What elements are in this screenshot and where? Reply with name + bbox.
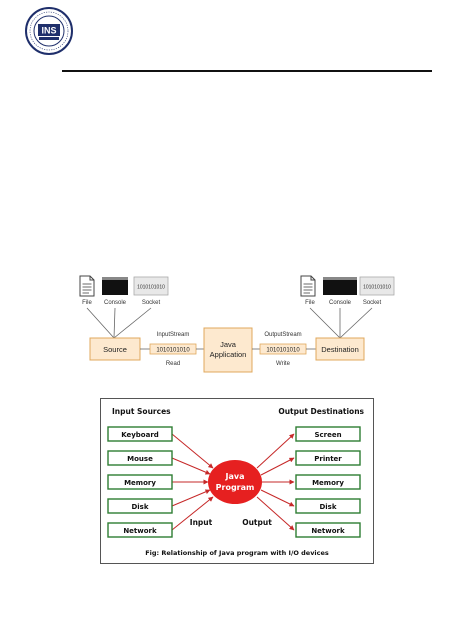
output-screen: Screen (314, 431, 341, 439)
output-box-disk (295, 498, 361, 514)
label-file-right: File (305, 300, 315, 306)
label-socket-left: Socket (142, 300, 161, 306)
bits-left: 1010101010 (156, 348, 190, 354)
institution-seal-logo: INS (25, 7, 73, 55)
read-label: Read (166, 361, 180, 367)
destination-label: Destination (321, 345, 359, 354)
input-box-memory (107, 474, 173, 490)
file-icon (300, 275, 316, 297)
figure-caption: Fig: Relationship of Java program with I… (145, 549, 329, 557)
output-arrows (256, 433, 295, 531)
output-network: Network (311, 527, 345, 535)
input-label: Input (190, 518, 213, 527)
output-destinations-header: Output Destinations (278, 407, 364, 416)
write-label: Write (276, 361, 291, 367)
logo-text: INS (41, 26, 56, 36)
input-keyboard: Keyboard (121, 431, 159, 439)
input-disk: Disk (131, 503, 148, 511)
io-devices-diagram: Input Sources Output Destinations Keyboa… (100, 398, 374, 564)
input-mouse: Mouse (127, 455, 153, 463)
destination-box (315, 337, 365, 361)
input-arrows (171, 433, 214, 531)
app-line1: Java (220, 340, 237, 349)
header-rule (62, 70, 432, 72)
icon-connector-lines (86, 307, 373, 339)
socket-icon: 1010101010 (133, 276, 169, 296)
label-console-left: Console (104, 300, 127, 306)
output-box-network (295, 522, 361, 538)
stream-diagram: 1010101010 File Console Socket 101010101… (79, 275, 395, 373)
input-box-network (107, 522, 173, 538)
output-label: Output (242, 518, 272, 527)
app-line2: Application (210, 350, 247, 359)
output-stream-label: OutputStream (264, 332, 301, 338)
label-file-left: File (82, 300, 92, 306)
output-printer: Printer (314, 455, 342, 463)
label-console-right: Console (329, 300, 352, 306)
output-disk: Disk (319, 503, 336, 511)
source-label: Source (103, 345, 127, 354)
socket-bits-right: 1010101010 (363, 285, 391, 291)
input-sources-header: Input Sources (112, 407, 171, 416)
file-icon (79, 275, 95, 297)
output-box-printer (295, 450, 361, 466)
socket-icon: 1010101010 (359, 276, 395, 296)
output-memory: Memory (312, 479, 344, 487)
console-icon (102, 277, 128, 295)
java-program-circle (208, 460, 262, 504)
center-line2: Program (216, 483, 255, 492)
output-box-screen (295, 426, 361, 442)
output-box-memory (295, 474, 361, 490)
input-box-disk (107, 498, 173, 514)
input-box-mouse (107, 450, 173, 466)
java-application-box (203, 327, 253, 373)
label-socket-right: Socket (363, 300, 382, 306)
output-boxes: Screen Printer Memory Disk Network (295, 426, 361, 538)
input-network: Network (123, 527, 157, 535)
input-memory: Memory (124, 479, 156, 487)
input-box-keyboard (107, 426, 173, 442)
input-stream-label: InputStream (157, 332, 190, 338)
console-icon (323, 277, 357, 295)
input-boxes: Keyboard Mouse Memory Disk Network (107, 426, 173, 538)
bits-right: 1010101010 (266, 348, 300, 354)
socket-bits-left: 1010101010 (137, 285, 165, 291)
center-line1: Java (225, 472, 245, 481)
